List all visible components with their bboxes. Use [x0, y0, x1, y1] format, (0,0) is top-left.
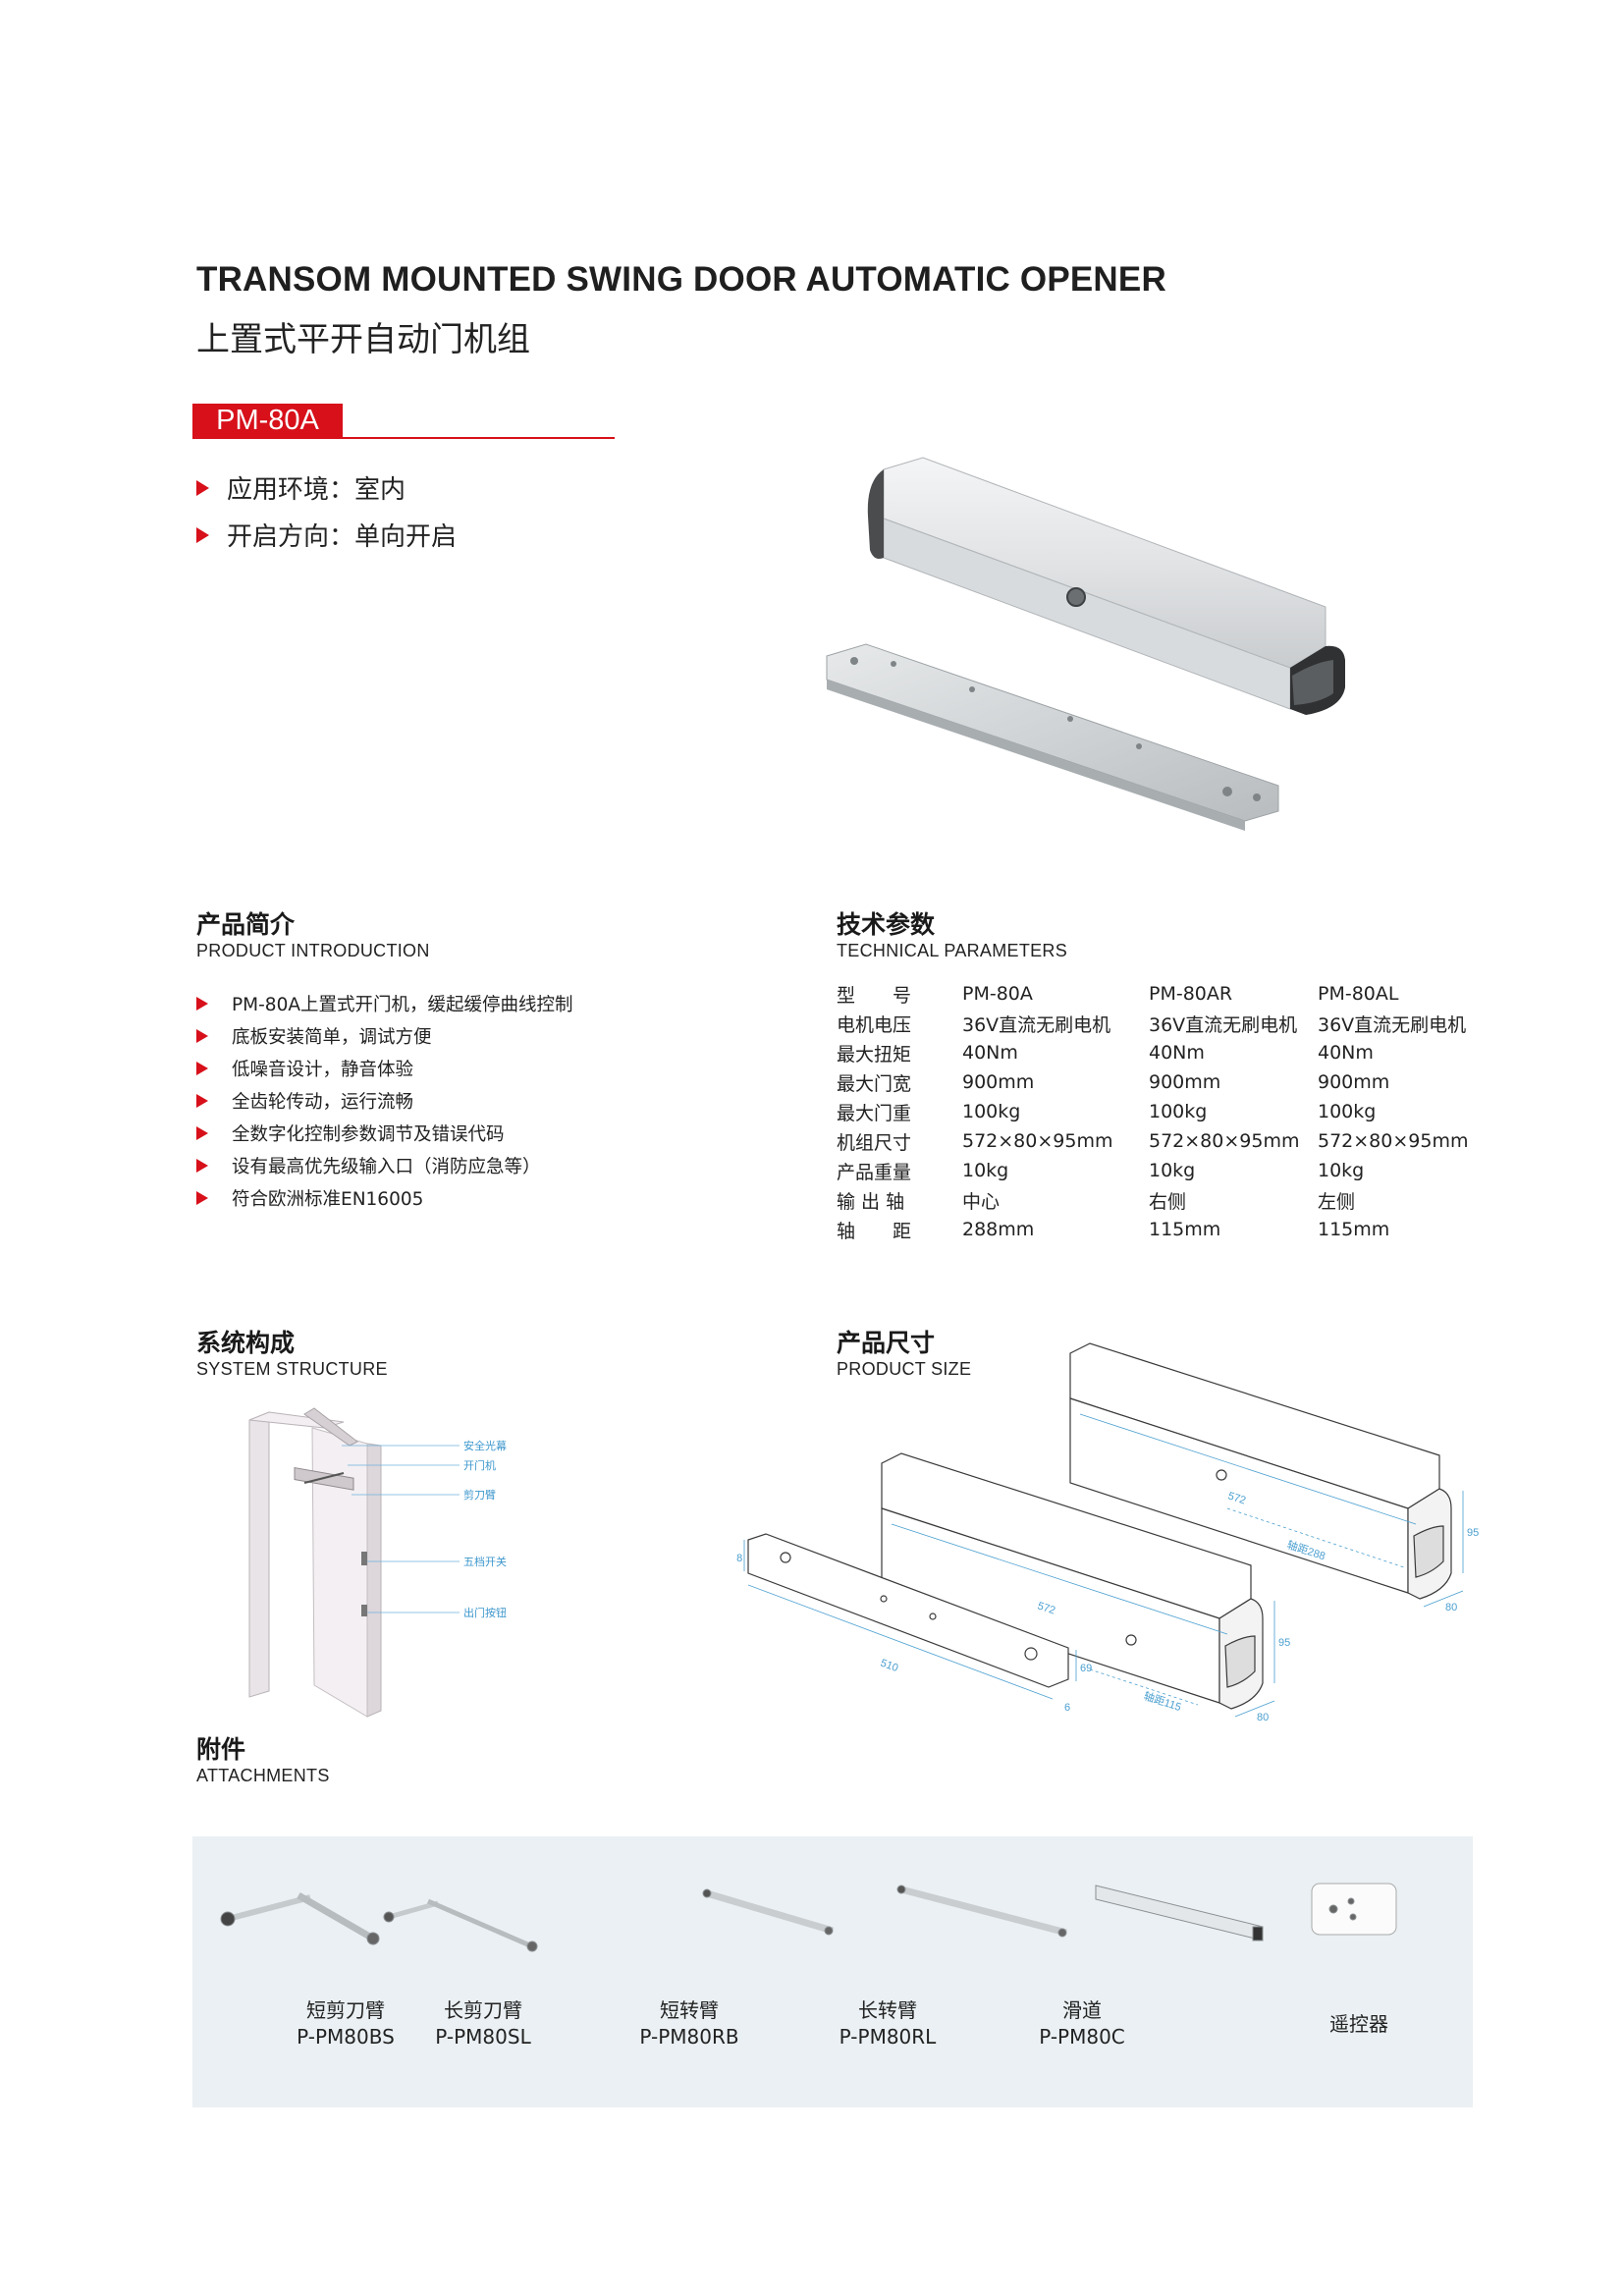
attachments-title-en: ATTACHMENTS	[196, 1766, 330, 1785]
model-underline	[192, 437, 615, 439]
callout-label: 剪刀臂	[463, 1488, 496, 1502]
attachment-name: 长剪刀臂	[444, 1998, 522, 2022]
bullet-triangle-icon	[196, 526, 209, 543]
table-row: 输 出 轴中心右侧左侧	[837, 1190, 1356, 1213]
intro-item: 全数字化控制参数调节及错误代码	[196, 1121, 505, 1146]
product-hero-image	[826, 457, 1345, 831]
bullet-triangle-icon	[196, 479, 209, 496]
attachment-code: P-PM80RL	[839, 2025, 937, 2049]
dim-label: 轴距115	[1142, 1689, 1183, 1715]
size-title-cn: 产品尺寸	[837, 1329, 936, 1357]
intro-item: 符合欧洲标准EN16005	[196, 1185, 423, 1211]
dim-label: 510	[879, 1658, 899, 1675]
product-size-drawing: 572 572 510 95 95 80 80 轴距288 轴距115 48 6…	[736, 1342, 1479, 1723]
attachment-code: P-PM80RB	[639, 2025, 739, 2049]
bullet-triangle-icon	[196, 1126, 208, 1140]
dim-label: 69	[1080, 1663, 1092, 1674]
bullet-triangle-icon	[196, 997, 208, 1011]
environment-item: 开启方向：单向开启	[196, 517, 457, 553]
intro-item: 底板安装简单，调试方便	[196, 1023, 432, 1049]
dim-label: 95	[1278, 1637, 1290, 1649]
attachment-name: 短转臂	[660, 1998, 719, 2022]
system-structure-diagram: 安全光幕 开门机 剪刀臂 五档开关 出门按钮	[248, 1407, 507, 1718]
environment-item: 应用环境：室内	[196, 469, 406, 506]
intro-item: 全齿轮传动，运行流畅	[196, 1088, 413, 1114]
title-chinese: 上置式平开自动门机组	[196, 320, 530, 359]
dim-label: 572	[1226, 1490, 1247, 1506]
intro-item: 设有最高优先级输入口（消防应急等）	[196, 1153, 541, 1178]
params-title-cn: 技术参数	[837, 910, 936, 939]
intro-item: PM-80A上置式开门机，缓起缓停曲线控制	[196, 991, 573, 1016]
attachment-item: 短转臂 P-PM80RB	[591, 1997, 787, 2050]
bullet-triangle-icon	[196, 1159, 208, 1173]
dim-label: 572	[1036, 1600, 1056, 1616]
attachment-item: 遥控器	[1261, 2011, 1457, 2038]
dim-label: 6	[1064, 1702, 1070, 1714]
attachment-item: 短剪刀臂 P-PM80BS	[247, 1997, 444, 2050]
bullet-triangle-icon	[196, 1094, 208, 1108]
structure-title-cn: 系统构成	[196, 1329, 296, 1357]
attachment-name: 滑道	[1062, 1998, 1102, 2022]
attachment-item: 长转臂 P-PM80RL	[789, 1997, 986, 2050]
intro-item: 低噪音设计，静音体验	[196, 1056, 413, 1081]
attachment-code: P-PM80BS	[297, 2025, 395, 2049]
bullet-triangle-icon	[196, 1029, 208, 1043]
callout-label: 五档开关	[463, 1555, 507, 1568]
intro-title-en: PRODUCT INTRODUCTION	[196, 941, 430, 960]
callout-label: 出门按钮	[463, 1606, 507, 1619]
bullet-triangle-icon	[196, 1191, 208, 1205]
attachment-code: P-PM80SL	[435, 2025, 531, 2049]
size-title-en: PRODUCT SIZE	[837, 1359, 972, 1379]
intro-title-cn: 产品简介	[196, 910, 296, 939]
dim-label: 48	[736, 1553, 742, 1564]
callout-label: 开门机	[463, 1458, 496, 1472]
attachments-panel: 短剪刀臂 P-PM80BS 长剪刀臂 P-PM80SL 短转臂 P-PM80RB…	[192, 1836, 1473, 2107]
environment-text: 开启方向：单向开启	[227, 522, 458, 552]
dim-label: 95	[1467, 1527, 1479, 1539]
attachment-item: 长剪刀臂 P-PM80SL	[385, 1997, 581, 2050]
params-title-en: TECHNICAL PARAMETERS	[837, 941, 1068, 960]
attachment-name: 遥控器	[1329, 2012, 1388, 2036]
attachment-item: 滑道 P-PM80C	[984, 1997, 1180, 2050]
model-badge: PM-80A	[192, 404, 343, 438]
environment-text: 应用环境：室内	[227, 475, 406, 505]
callout-label: 安全光幕	[463, 1439, 507, 1452]
title-english: TRANSOM MOUNTED SWING DOOR AUTOMATIC OPE…	[196, 260, 1166, 299]
dim-label: 80	[1257, 1712, 1269, 1723]
attachments-title-cn: 附件	[196, 1735, 246, 1764]
attachments-images	[220, 1883, 1397, 1952]
attachment-code: P-PM80C	[1039, 2025, 1125, 2049]
attachment-name: 长转臂	[858, 1998, 917, 2022]
attachment-name: 短剪刀臂	[306, 1998, 385, 2022]
structure-title-en: SYSTEM STRUCTURE	[196, 1359, 388, 1379]
dim-label: 80	[1445, 1602, 1457, 1613]
bullet-triangle-icon	[196, 1062, 208, 1075]
